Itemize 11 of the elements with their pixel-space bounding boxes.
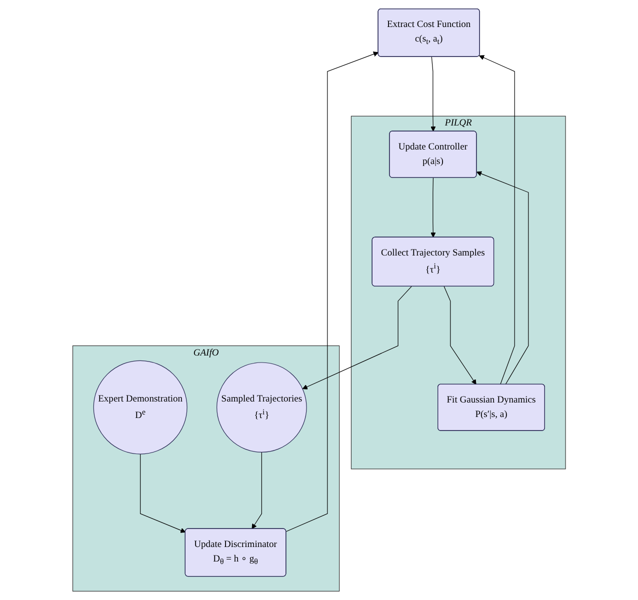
arrow <box>444 286 476 385</box>
arrow <box>252 452 262 530</box>
arrow <box>140 454 186 533</box>
arrow <box>430 56 436 132</box>
arrow <box>430 178 436 238</box>
arrow <box>478 55 515 385</box>
arrow <box>476 171 529 385</box>
node-circle: Sampled Trajectories {τ$^{i}$} <box>216 362 307 452</box>
arrow <box>302 286 412 390</box>
node-circle: Expert Demonstration D$^{e}$ <box>93 360 188 454</box>
arrow <box>286 52 378 532</box>
